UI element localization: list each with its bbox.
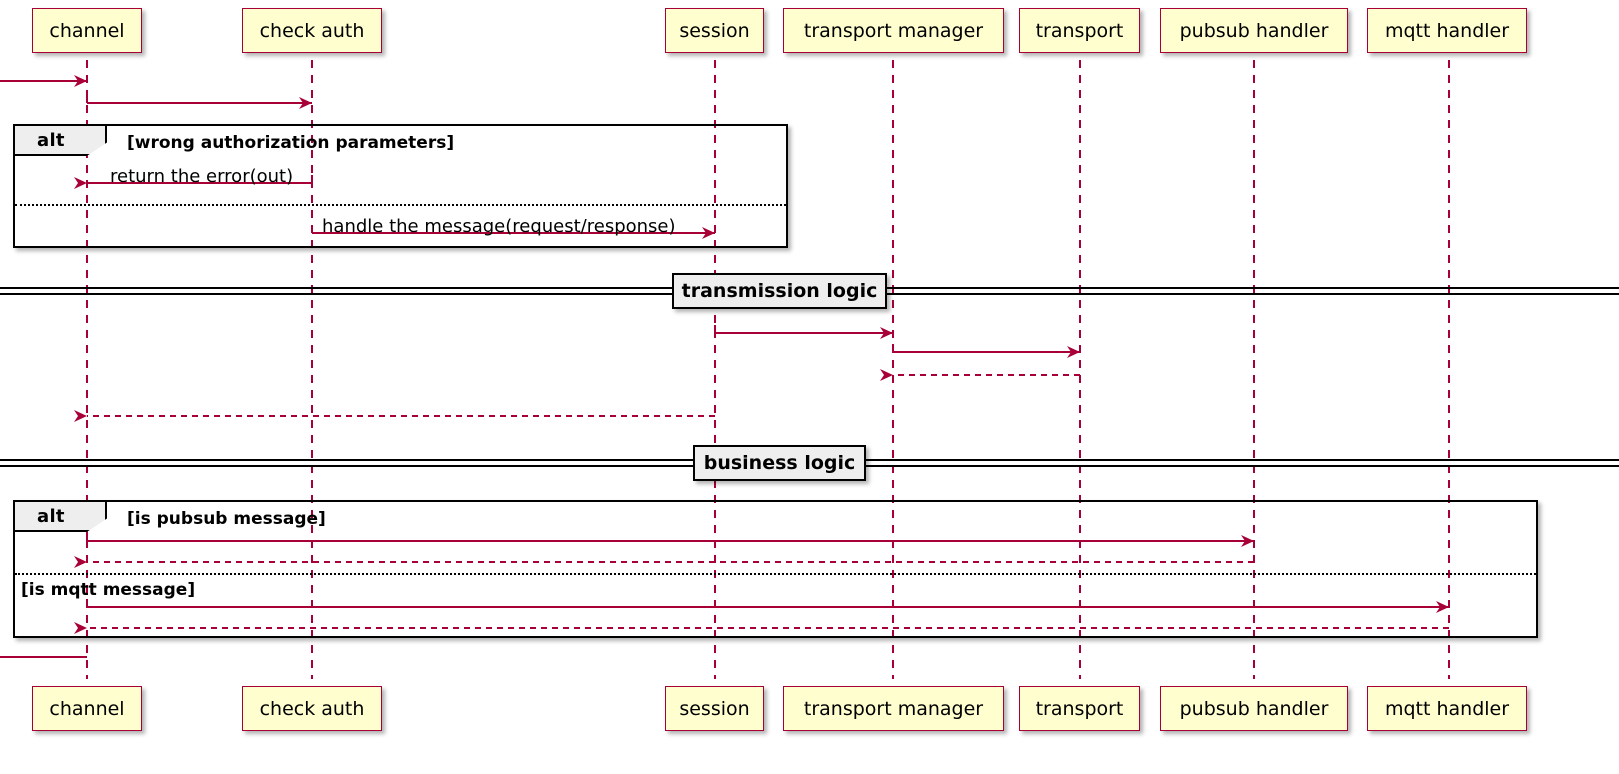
participant-channel-top[interactable]: channel (32, 8, 142, 53)
fragment-guard-alt-auth: [wrong authorization parameters] (127, 133, 455, 153)
participant-label: mqtt handler (1384, 697, 1510, 720)
participant-mqtt_handler-top[interactable]: mqtt handler (1367, 8, 1527, 53)
message-label-m4: handle the message(request/response) (322, 216, 676, 237)
participant-mqtt_handler-bottom[interactable]: mqtt handler (1367, 686, 1527, 731)
dividers-group (0, 287, 1619, 467)
participant-label: pubsub handler (1179, 19, 1329, 42)
divider-label: business logic (703, 452, 856, 474)
participant-pubsub_handler-bottom[interactable]: pubsub handler (1160, 686, 1348, 731)
participant-pubsub_handler-top[interactable]: pubsub handler (1160, 8, 1348, 53)
participant-label: mqtt handler (1384, 19, 1510, 42)
participant-label: channel (49, 697, 125, 720)
fragment-else-separator-alt-auth (15, 204, 786, 206)
participant-label: check auth (259, 697, 365, 720)
divider-business-logic: business logic (693, 445, 866, 481)
participant-session-top[interactable]: session (665, 8, 764, 53)
fragment-operator-tab-alt-auth: alt (15, 126, 107, 156)
fragment-operator-tab-alt-business: alt (15, 502, 107, 532)
participant-transport_manager-bottom[interactable]: transport manager (783, 686, 1004, 731)
participant-label: channel (49, 19, 125, 42)
participant-label: transport (1035, 19, 1124, 42)
fragment-frame-alt-auth (13, 124, 788, 248)
participant-label: pubsub handler (1179, 697, 1329, 720)
fragment-operator-label: alt (37, 505, 65, 527)
lifelines-group (86, 60, 1450, 679)
fragment-frame-alt-business (13, 500, 1538, 638)
message-label-m3: return the error(out) (110, 166, 294, 187)
participant-label: transport manager (803, 697, 984, 720)
participant-check_auth-bottom[interactable]: check auth (242, 686, 382, 731)
participant-transport_manager-top[interactable]: transport manager (783, 8, 1004, 53)
messages-group (0, 75, 1449, 658)
participant-check_auth-top[interactable]: check auth (242, 8, 382, 53)
participant-label: session (679, 697, 750, 720)
participant-transport-bottom[interactable]: transport (1019, 686, 1140, 731)
divider-transmission-logic: transmission logic (672, 273, 887, 309)
participant-channel-bottom[interactable]: channel (32, 686, 142, 731)
fragment-operator-label: alt (37, 129, 65, 151)
participant-label: session (679, 19, 750, 42)
fragment-else-guard-alt-business: [is mqtt message] (21, 580, 196, 600)
fragment-guard-alt-business: [is pubsub message] (127, 509, 326, 529)
participant-transport-top[interactable]: transport (1019, 8, 1140, 53)
participant-label: check auth (259, 19, 365, 42)
participant-label: transport (1035, 697, 1124, 720)
participant-label: transport manager (803, 19, 984, 42)
fragment-else-separator-alt-business (15, 573, 1536, 575)
divider-label: transmission logic (681, 280, 878, 302)
participant-session-bottom[interactable]: session (665, 686, 764, 731)
